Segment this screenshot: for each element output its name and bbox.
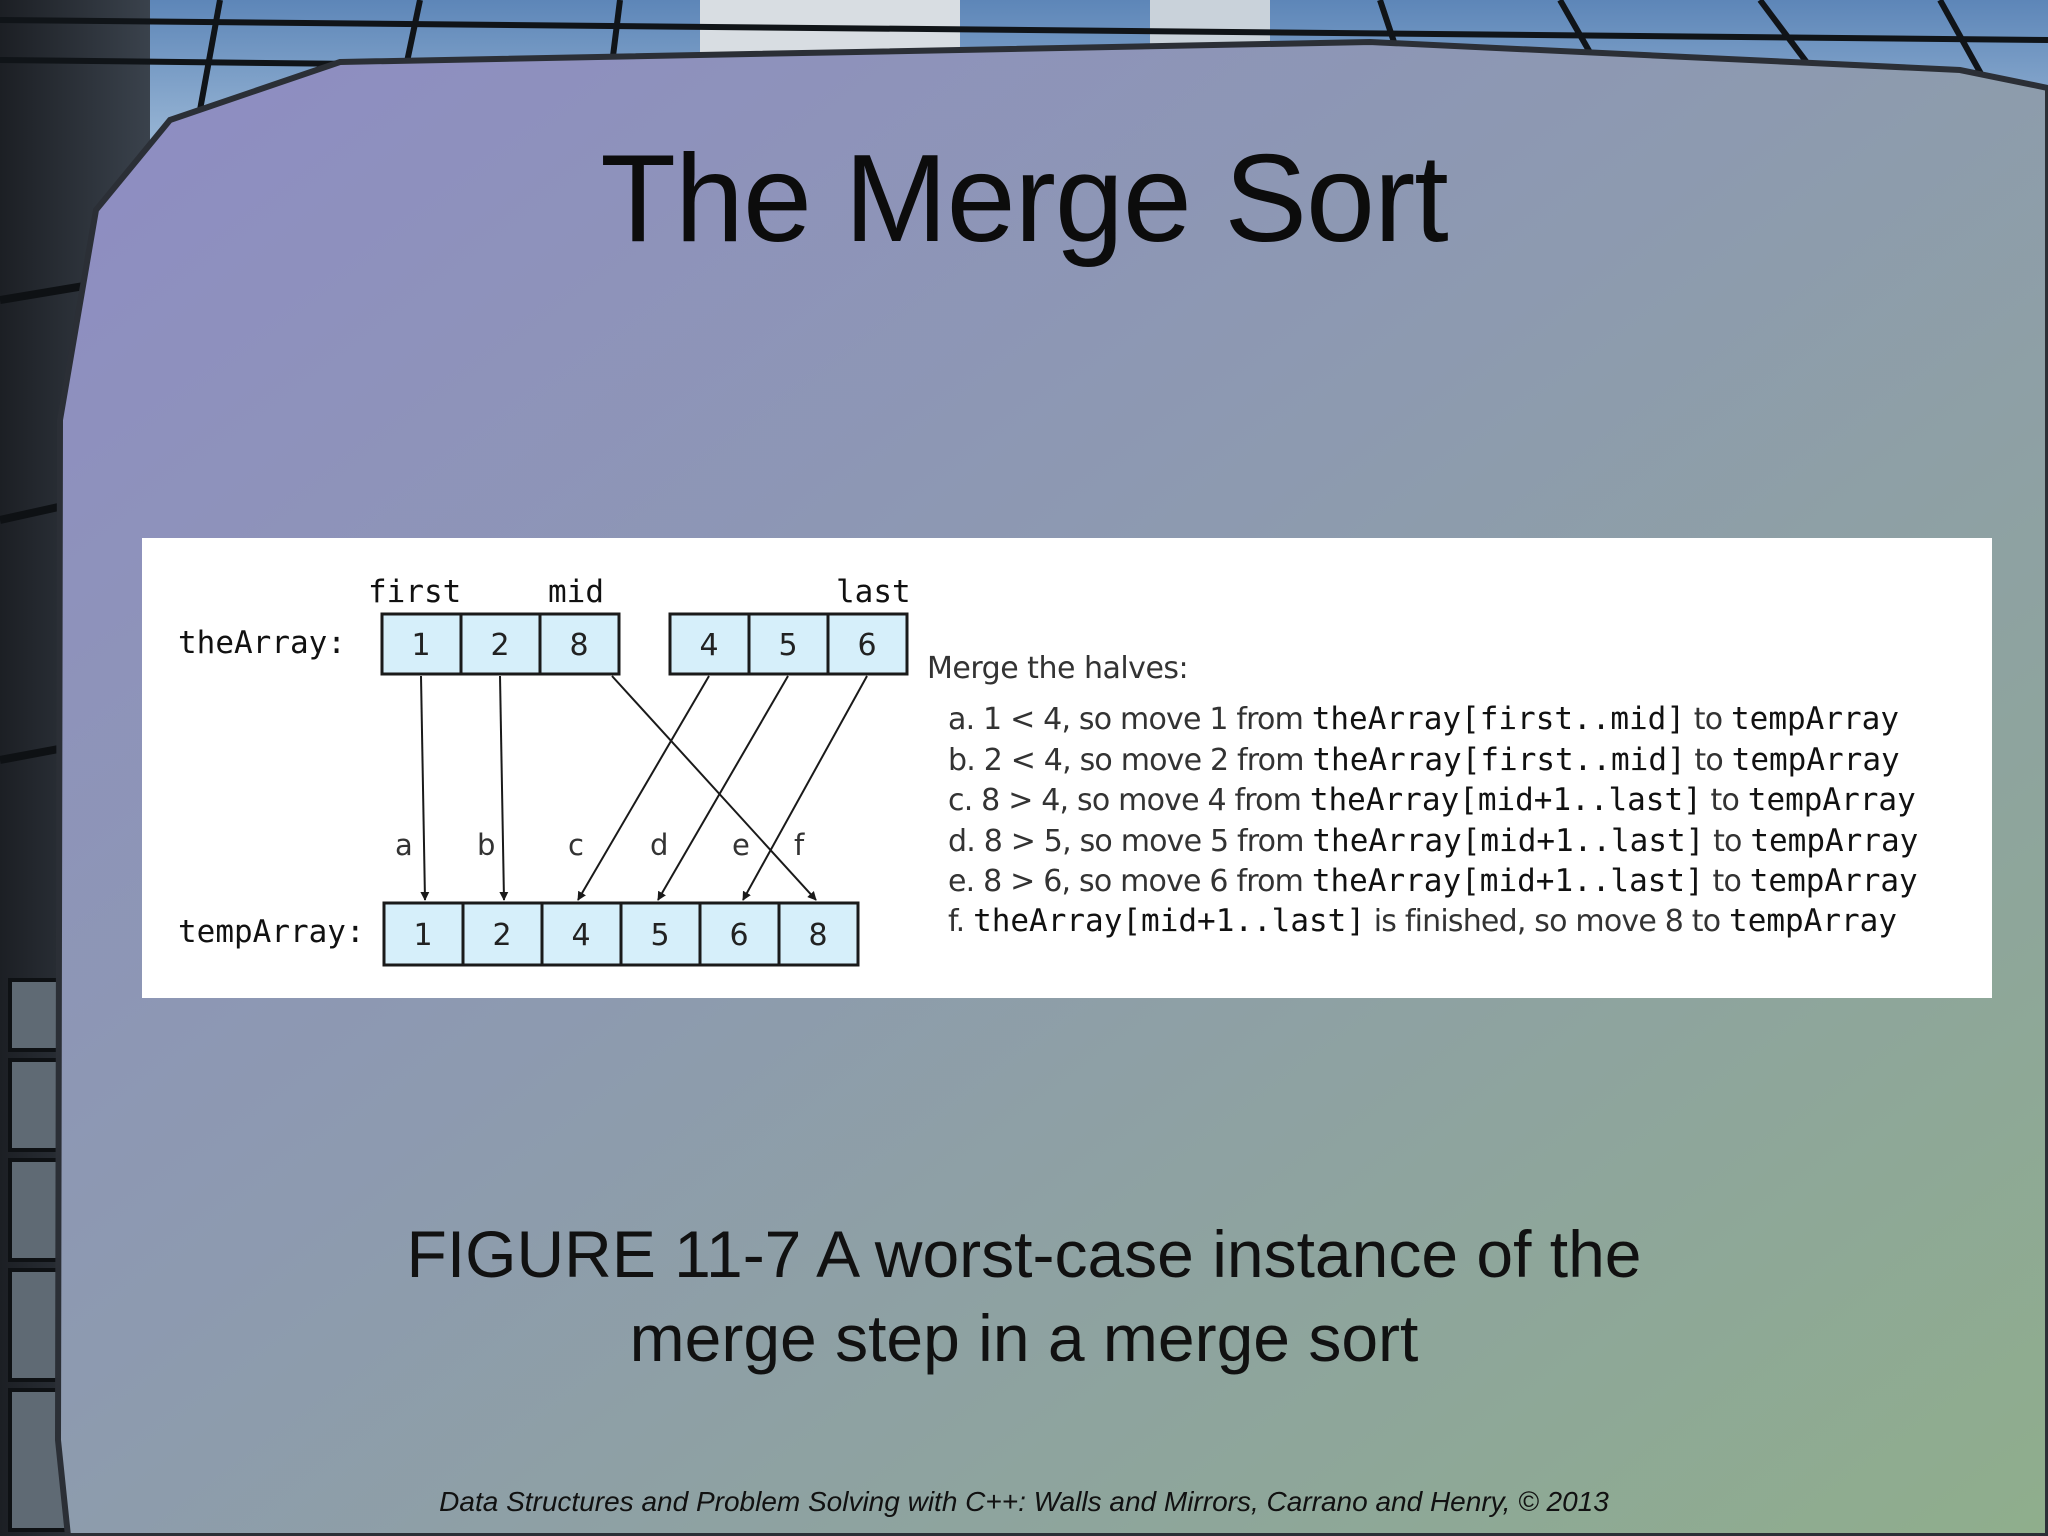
- array-cell: [380, 612, 463, 676]
- step-text: to: [1685, 743, 1732, 778]
- array-cell-value: 1: [413, 918, 432, 953]
- array-cell: [668, 612, 751, 676]
- merge-step: c. 8 > 4, so move 4 from theArray[mid+1.…: [948, 782, 1916, 818]
- caption-line: merge step in a merge sort: [629, 1301, 1419, 1375]
- step-text: to: [1701, 783, 1748, 818]
- move-arrow-d: [657, 675, 789, 901]
- array-cell-value: 5: [778, 628, 797, 663]
- array-cell: [538, 612, 621, 676]
- array-cell: [826, 612, 909, 676]
- array-cell: [459, 612, 542, 676]
- array-cell: [619, 901, 702, 967]
- arrow-letter: f: [794, 828, 805, 862]
- step-code: theArray[mid+1..last]: [1309, 782, 1702, 818]
- first-label: first: [368, 574, 461, 610]
- left-half-array: 1 2 8: [380, 612, 621, 676]
- array-cell: [540, 901, 623, 967]
- array-cell-value: 8: [808, 918, 827, 953]
- move-arrow-c: [577, 675, 710, 901]
- step-text: to: [1703, 864, 1750, 899]
- step-text: to: [1704, 824, 1751, 859]
- array-cell-value: 4: [699, 628, 718, 663]
- caption-line: FIGURE 11-7 A worst-case instance of the: [406, 1217, 1642, 1291]
- step-code: theArray[first..mid]: [1311, 701, 1686, 737]
- arrow-letter: e: [732, 828, 750, 862]
- move-arrow-a: [420, 675, 430, 901]
- step-code: tempArray: [1749, 863, 1918, 899]
- move-arrow-b: [499, 675, 509, 901]
- merge-steps: Merge the halves: a. 1 < 4, so move 1 fr…: [142, 538, 1992, 998]
- step-text: f.: [948, 904, 974, 939]
- step-code: theArray[mid+1..last]: [1311, 863, 1704, 899]
- arrow-letter: b: [477, 828, 495, 862]
- figure-caption: FIGURE 11-7 A worst-case instance of the…: [0, 1212, 2048, 1380]
- array-cell: [777, 901, 860, 967]
- slide-footer: Data Structures and Problem Solving with…: [439, 1486, 1609, 1517]
- array-cell-value: 2: [490, 628, 509, 663]
- array-cell-value: 8: [569, 628, 588, 663]
- merge-step: d. 8 > 5, so move 5 from theArray[mid+1.…: [948, 823, 1918, 859]
- step-text: to: [1685, 702, 1732, 737]
- array-cell-value: 2: [492, 918, 511, 953]
- arrow-letter: d: [650, 828, 668, 862]
- array-cell: [382, 901, 465, 967]
- merge-step: b. 2 < 4, so move 2 from theArray[first.…: [948, 742, 1900, 778]
- step-code: theArray[mid+1..last]: [973, 903, 1365, 939]
- right-half-array: 4 5 6: [668, 612, 909, 676]
- slide-title: The Merge Sort: [600, 130, 1448, 268]
- array-cell-value: 4: [571, 918, 590, 953]
- array-cell: [461, 901, 544, 967]
- step-code: tempArray: [1729, 903, 1898, 939]
- array-cell-value: 6: [729, 918, 748, 953]
- move-arrow-f: [611, 675, 817, 901]
- step-code: theArray[first..mid]: [1312, 742, 1686, 778]
- array-cell-value: 1: [411, 628, 430, 663]
- temp-array-label: tempArray:: [178, 914, 365, 950]
- step-text: b. 2 < 4, so move 2 from: [948, 743, 1313, 778]
- temp-array: 1 2 4 5 6 8: [382, 901, 860, 967]
- step-code: tempArray: [1731, 742, 1900, 778]
- merge-figure: first mid last theArray: tempArray: 1 2 …: [142, 538, 1992, 998]
- step-code: theArray[mid+1..last]: [1312, 823, 1705, 859]
- arrow-letter: a: [395, 828, 413, 862]
- step-code: tempArray: [1747, 782, 1916, 818]
- merge-step: a. 1 < 4, so move 1 from theArray[first.…: [948, 701, 1899, 737]
- merge-diagram: first mid last theArray: tempArray: 1 2 …: [178, 574, 911, 967]
- merge-step: f. theArray[mid+1..last] is finished, so…: [948, 903, 1897, 939]
- step-text: a. 1 < 4, so move 1 from: [948, 702, 1312, 737]
- mid-label: mid: [548, 574, 604, 610]
- step-text: is finished, so move 8 to: [1365, 904, 1730, 939]
- step-text: c. 8 > 4, so move 4 from: [948, 783, 1310, 818]
- step-code: tempArray: [1731, 701, 1899, 737]
- arrow-letter: c: [568, 828, 584, 862]
- step-text: e. 8 > 6, so move 6 from: [948, 864, 1312, 899]
- merge-step: e. 8 > 6, so move 6 from theArray[mid+1.…: [948, 863, 1918, 899]
- array-cell-value: 5: [650, 918, 669, 953]
- array-cell: [698, 901, 781, 967]
- the-array-label: theArray:: [178, 625, 346, 661]
- array-cell-value: 6: [857, 628, 876, 663]
- last-label: last: [836, 574, 911, 610]
- step-text: d. 8 > 5, so move 5 from: [948, 824, 1313, 859]
- steps-heading: Merge the halves:: [927, 651, 1189, 686]
- step-code: tempArray: [1750, 823, 1919, 859]
- move-arrow-e: [742, 675, 868, 901]
